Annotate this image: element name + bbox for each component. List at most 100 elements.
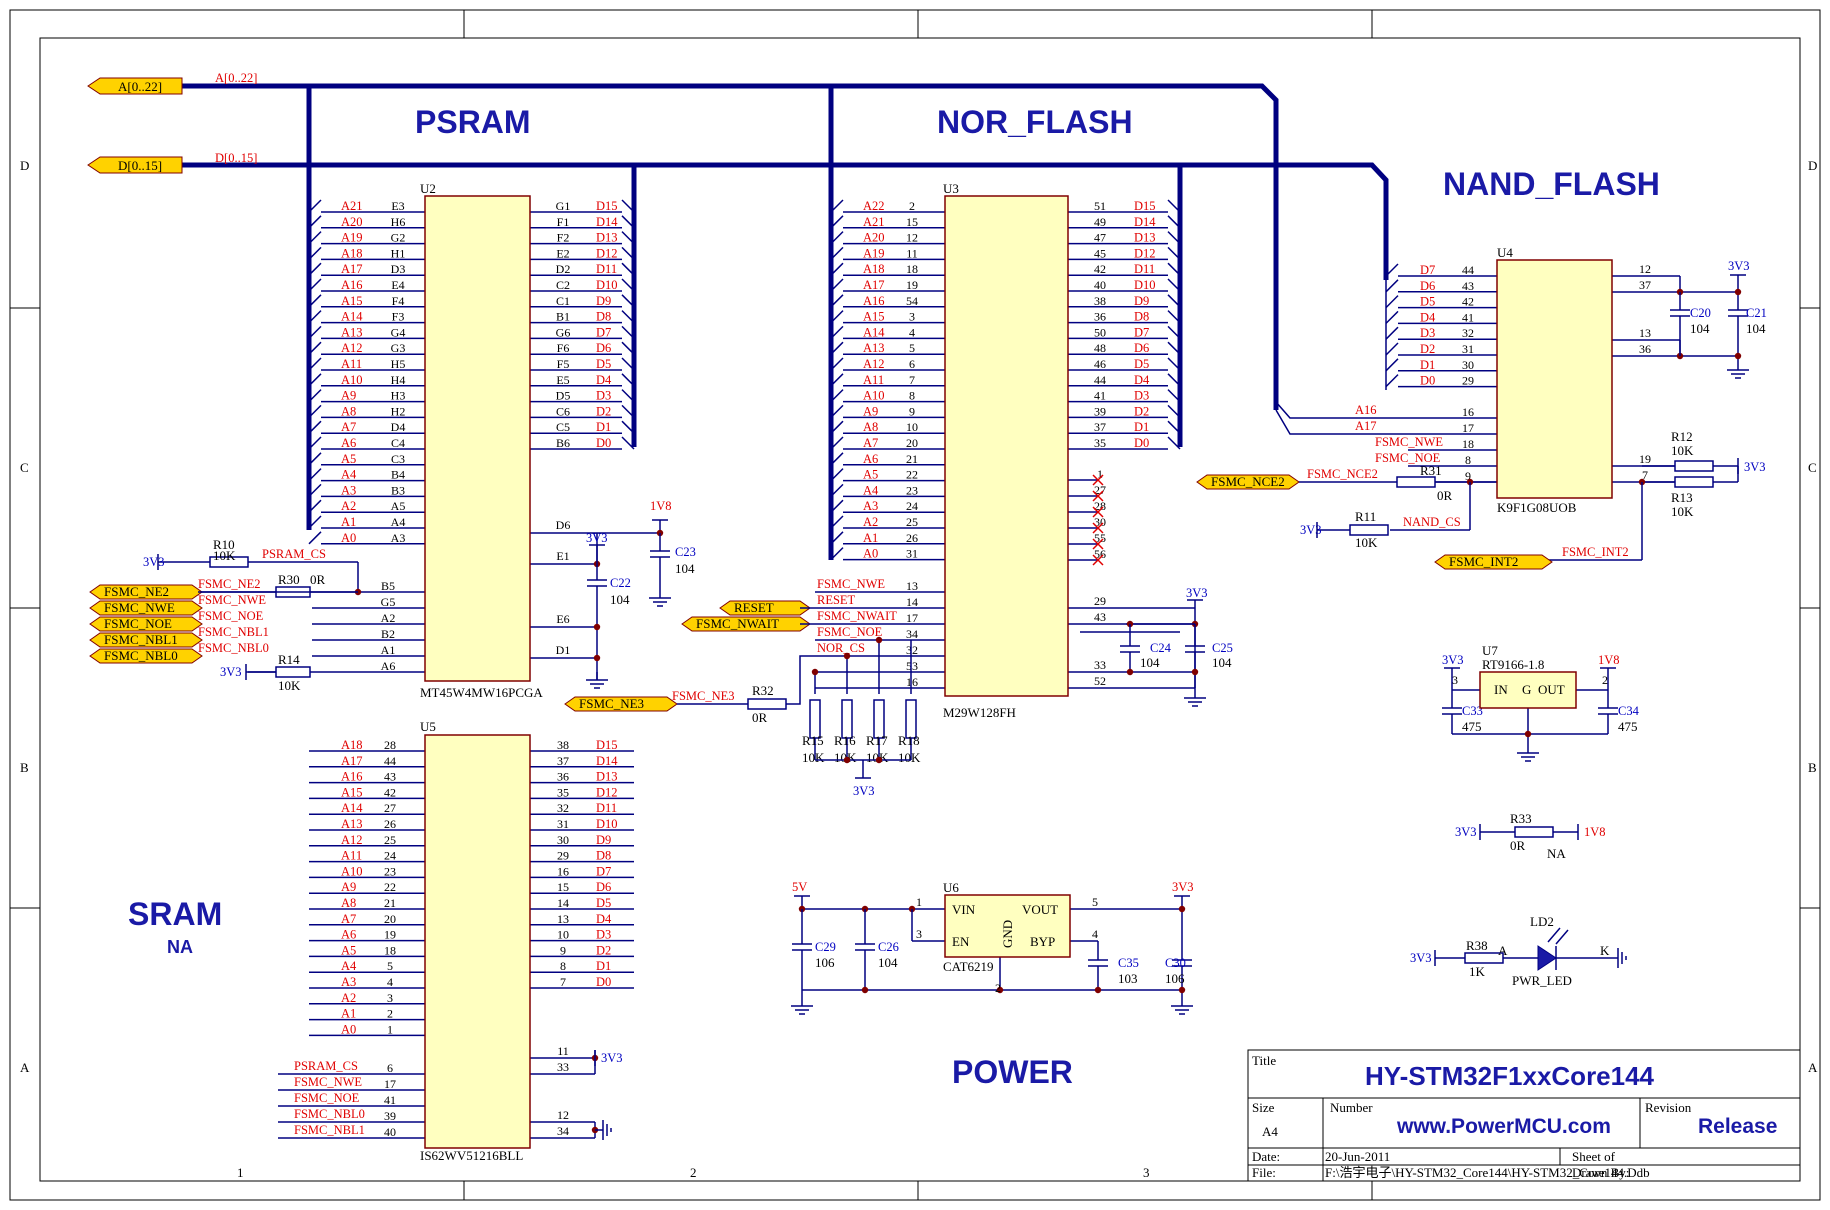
- u3-dq-net: D13: [1134, 231, 1156, 245]
- row-label-b: B: [20, 760, 29, 775]
- bus-entry: [621, 231, 635, 245]
- net-port-label: FSMC_NWE: [104, 600, 175, 615]
- u2-addr-net: A4: [341, 468, 357, 482]
- u5-addr-num: 28: [384, 738, 396, 752]
- r33-3v3: 3V3: [1455, 825, 1477, 839]
- bus-entry: [1167, 420, 1181, 434]
- u2-ctrl-ball: G5: [381, 595, 396, 609]
- junction: [1094, 986, 1102, 994]
- u4-ctrl-num: 18: [1462, 437, 1474, 451]
- bus-entry: [830, 341, 844, 355]
- r13-val: 10K: [1671, 504, 1694, 519]
- u3-dq-net: D9: [1134, 294, 1149, 308]
- c34-ref: C34: [1618, 704, 1640, 718]
- r33-val: 0R: [1510, 838, 1526, 853]
- u2-addr-ball: H3: [391, 389, 406, 403]
- u2-dq-ball: G6: [556, 325, 571, 339]
- u5-io-num: 14: [557, 896, 569, 910]
- svg-text:VOUT: VOUT: [1022, 902, 1058, 917]
- bus-entry: [621, 325, 635, 339]
- bus-entry: [1167, 310, 1181, 324]
- u5-addr-num: 24: [384, 849, 396, 863]
- svg-text:OUT: OUT: [1538, 682, 1565, 697]
- u5-addr-net: A17: [341, 754, 363, 768]
- u3-addr-net: A4: [863, 483, 879, 497]
- u3-nc-num: 30: [1094, 515, 1106, 529]
- u5-addr-net: A9: [341, 880, 356, 894]
- bus-entry: [621, 404, 635, 418]
- bus-entry: [830, 357, 844, 371]
- bus-entry: [830, 483, 844, 497]
- bus-entry: [308, 262, 322, 276]
- bus-entry: [308, 483, 322, 497]
- u3-addr-num: 2: [909, 199, 915, 213]
- u3-dq-num: 36: [1094, 310, 1106, 324]
- junction: [843, 756, 851, 764]
- bus-entry: [830, 420, 844, 434]
- u2-dq-ball: E2: [556, 246, 569, 260]
- row-label-c-right: C: [1808, 460, 1817, 475]
- u4-io-net: D5: [1420, 295, 1435, 309]
- bus-entry: [830, 531, 844, 545]
- net-port-label: FSMC_NWAIT: [696, 616, 779, 631]
- psram-ctrl-net: FSMC_NE2: [198, 577, 261, 591]
- u3-nc-num: 55: [1094, 531, 1106, 545]
- col-label-1: 1: [237, 1165, 244, 1180]
- c35-val: 103: [1118, 971, 1138, 986]
- ne3-net: FSMC_NE3: [672, 689, 735, 703]
- r14-val: 10K: [278, 678, 301, 693]
- u3-ctrl-num: 17: [906, 611, 918, 625]
- bus-entry: [308, 452, 322, 466]
- u3-ctrl-num: 13: [906, 579, 918, 593]
- bus-entry: [621, 199, 635, 213]
- u2-addr-ball: A5: [391, 499, 406, 513]
- u5-addr-num: 25: [384, 833, 396, 847]
- junction: [593, 623, 601, 631]
- u4-io-num: 41: [1462, 310, 1474, 324]
- bus-entry: [308, 310, 322, 324]
- net-port: [89, 632, 203, 648]
- u2-dq-net: D13: [596, 231, 618, 245]
- u5-addr-num: 19: [384, 928, 396, 942]
- u5-io-num: 31: [557, 817, 569, 831]
- u5-3v3: 3V3: [601, 1051, 623, 1065]
- u2-ctrl-ball: A6: [381, 659, 396, 673]
- net-port: [89, 600, 203, 616]
- u2-3v3: 3V3: [586, 531, 608, 545]
- r12-ref: R12: [1671, 429, 1693, 444]
- pullup-ref: R18: [898, 733, 920, 748]
- u4-io-net: D2: [1420, 342, 1435, 356]
- r32-resistor: [747, 698, 787, 710]
- u3-addr-num: 22: [906, 468, 918, 482]
- u6-5v: 5V: [792, 880, 807, 894]
- u2-dq-ball: F1: [557, 215, 570, 229]
- u2-addr-ball: G2: [391, 231, 406, 245]
- svg-text:BYP: BYP: [1030, 934, 1055, 949]
- u3-dq-net: D15: [1134, 199, 1156, 213]
- bus-entry: [830, 325, 844, 339]
- bus-entry: [308, 404, 322, 418]
- junction: [843, 652, 851, 660]
- u3-addr-num: 24: [906, 499, 918, 513]
- pullup-ref: R15: [802, 733, 824, 748]
- u2-addr-ball: E3: [391, 199, 404, 213]
- u5-addr-net: A16: [341, 770, 363, 784]
- u2-dq-net: D5: [596, 357, 611, 371]
- u2-dq-net: D3: [596, 389, 611, 403]
- revision-value: Release: [1698, 1115, 1777, 1138]
- u3-addr-num: 11: [906, 246, 918, 260]
- c23-ref: C23: [675, 545, 696, 559]
- addr-bus-port[interactable]: A[0..22]: [87, 77, 183, 95]
- date-value: 20-Jun-2011: [1325, 1149, 1390, 1164]
- u2-addr-net: A5: [341, 452, 356, 466]
- r31-resistor: [1396, 476, 1436, 488]
- data-bus-port[interactable]: D[0..15]: [87, 156, 183, 174]
- u2-dq-ball: G1: [556, 199, 571, 213]
- u6-regulator: U6 CAT6219 VIN EN VOUT BYP GND 1 3 5 4 2: [916, 880, 1098, 995]
- u2-dq-ball: B1: [556, 310, 570, 324]
- bus-entry: [830, 436, 844, 450]
- u2-1v8: 1V8: [650, 499, 672, 513]
- u4-right-num: 13: [1639, 326, 1651, 340]
- r10-ref: R10: [213, 537, 235, 552]
- r10-val: 10K: [213, 548, 236, 563]
